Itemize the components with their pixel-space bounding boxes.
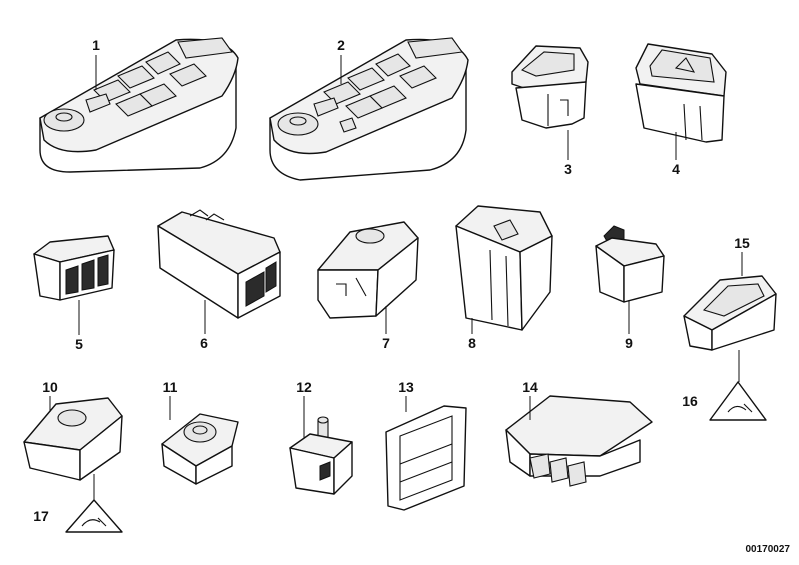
part-label-3: 3	[564, 161, 572, 177]
part-label-7: 7	[382, 335, 390, 351]
part-2-switch-cluster	[269, 37, 469, 181]
part-9-pushbutton	[595, 225, 665, 303]
part-label-8: 8	[468, 335, 476, 351]
part-label-5: 5	[75, 336, 83, 352]
part-14-housing	[505, 395, 653, 487]
part-15-switch	[683, 275, 777, 351]
part-label-15: 15	[734, 235, 750, 251]
part-label-9: 9	[625, 335, 633, 351]
part-7-switch	[317, 221, 419, 319]
leader-lines	[49, 55, 743, 500]
part-11-mirror-switch	[161, 413, 239, 485]
part-label-11: 11	[163, 379, 178, 395]
part-label-14: 14	[522, 379, 538, 395]
part-5-seat-switch	[33, 235, 115, 301]
part-label-12: 12	[296, 379, 312, 395]
part-label-2: 2	[337, 37, 345, 53]
warning-triangle-16	[709, 381, 767, 421]
part-label-17: 17	[33, 508, 49, 524]
part-4-hazard-switch	[635, 43, 727, 143]
part-1-switch-cluster	[39, 37, 239, 173]
part-label-1: 1	[92, 37, 100, 53]
diagram-code: 00170027	[746, 544, 791, 555]
part-3-single-switch	[511, 45, 589, 129]
part-10-switch	[23, 397, 123, 481]
part-label-16: 16	[682, 393, 698, 409]
part-label-4: 4	[672, 161, 680, 177]
part-12-plunger-switch	[289, 416, 353, 495]
part-labels: 1 2 3 4 5 6 7 8 9 10 11 12 13 14 15 16 1…	[33, 37, 750, 524]
warning-triangle-17	[65, 499, 123, 533]
part-label-13: 13	[398, 379, 414, 395]
part-13-cover-panel	[385, 405, 467, 511]
part-label-10: 10	[42, 379, 58, 395]
part-label-6: 6	[200, 335, 208, 351]
part-6-module	[157, 209, 281, 319]
part-8-switch	[455, 205, 553, 331]
